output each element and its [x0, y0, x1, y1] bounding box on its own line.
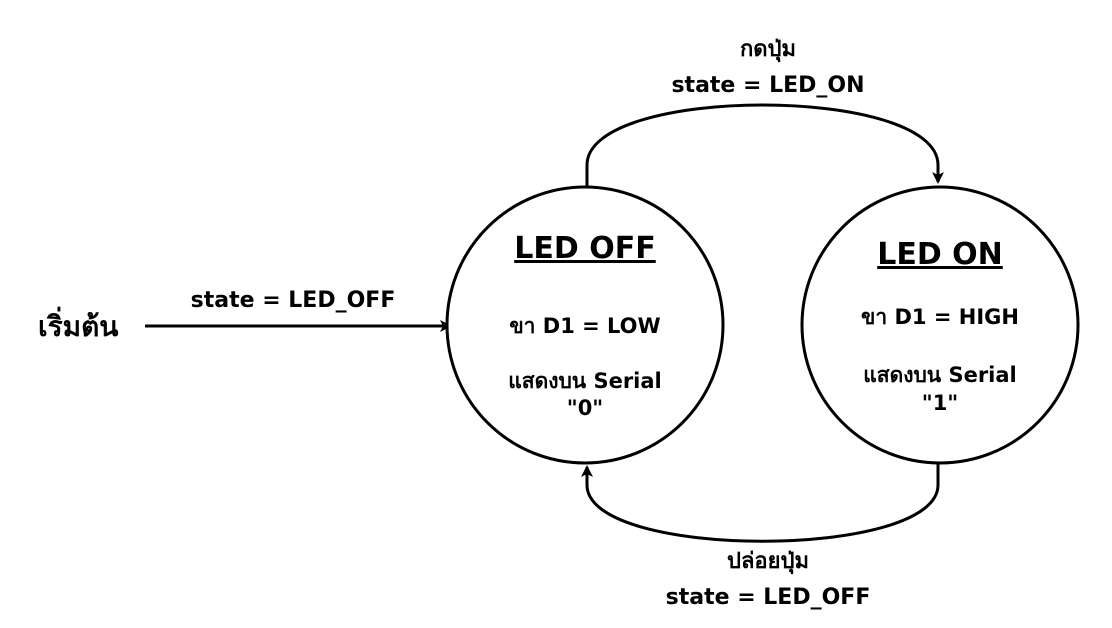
initial-transition-label: state = LED_OFF: [191, 288, 396, 313]
state-led-on: LED ON ขา D1 = HIGH แสดงบน Serial "1": [800, 185, 1080, 465]
transition-release-action: state = LED_OFF: [666, 585, 871, 610]
transition-release-event: ปล่อยปุ่ม: [727, 549, 809, 575]
state-led-on-serial-label: แสดงบน Serial: [863, 363, 1017, 387]
transition-press-arrow: [585, 103, 944, 187]
state-led-off-title: LED OFF: [514, 231, 655, 266]
state-led-off-circle: [445, 185, 725, 465]
start-label: เริ่มต้น: [38, 306, 118, 343]
state-led-on-pin: ขา D1 = HIGH: [861, 305, 1019, 329]
state-led-off-serial-label: แสดงบน Serial: [508, 369, 662, 393]
state-led-off-serial-value: "0": [567, 396, 604, 420]
state-led-on-circle: [800, 185, 1080, 465]
state-led-off: LED OFF ขา D1 = LOW แสดงบน Serial "0": [445, 185, 725, 465]
state-led-off-pin: ขา D1 = LOW: [509, 314, 660, 338]
state-led-on-serial-value: "1": [922, 391, 959, 415]
transition-press-action: state = LED_ON: [671, 73, 864, 98]
transition-press-event: กดปุ่ม: [740, 37, 796, 63]
state-led-on-title: LED ON: [877, 237, 1003, 272]
transition-release-arrow: [581, 463, 940, 543]
